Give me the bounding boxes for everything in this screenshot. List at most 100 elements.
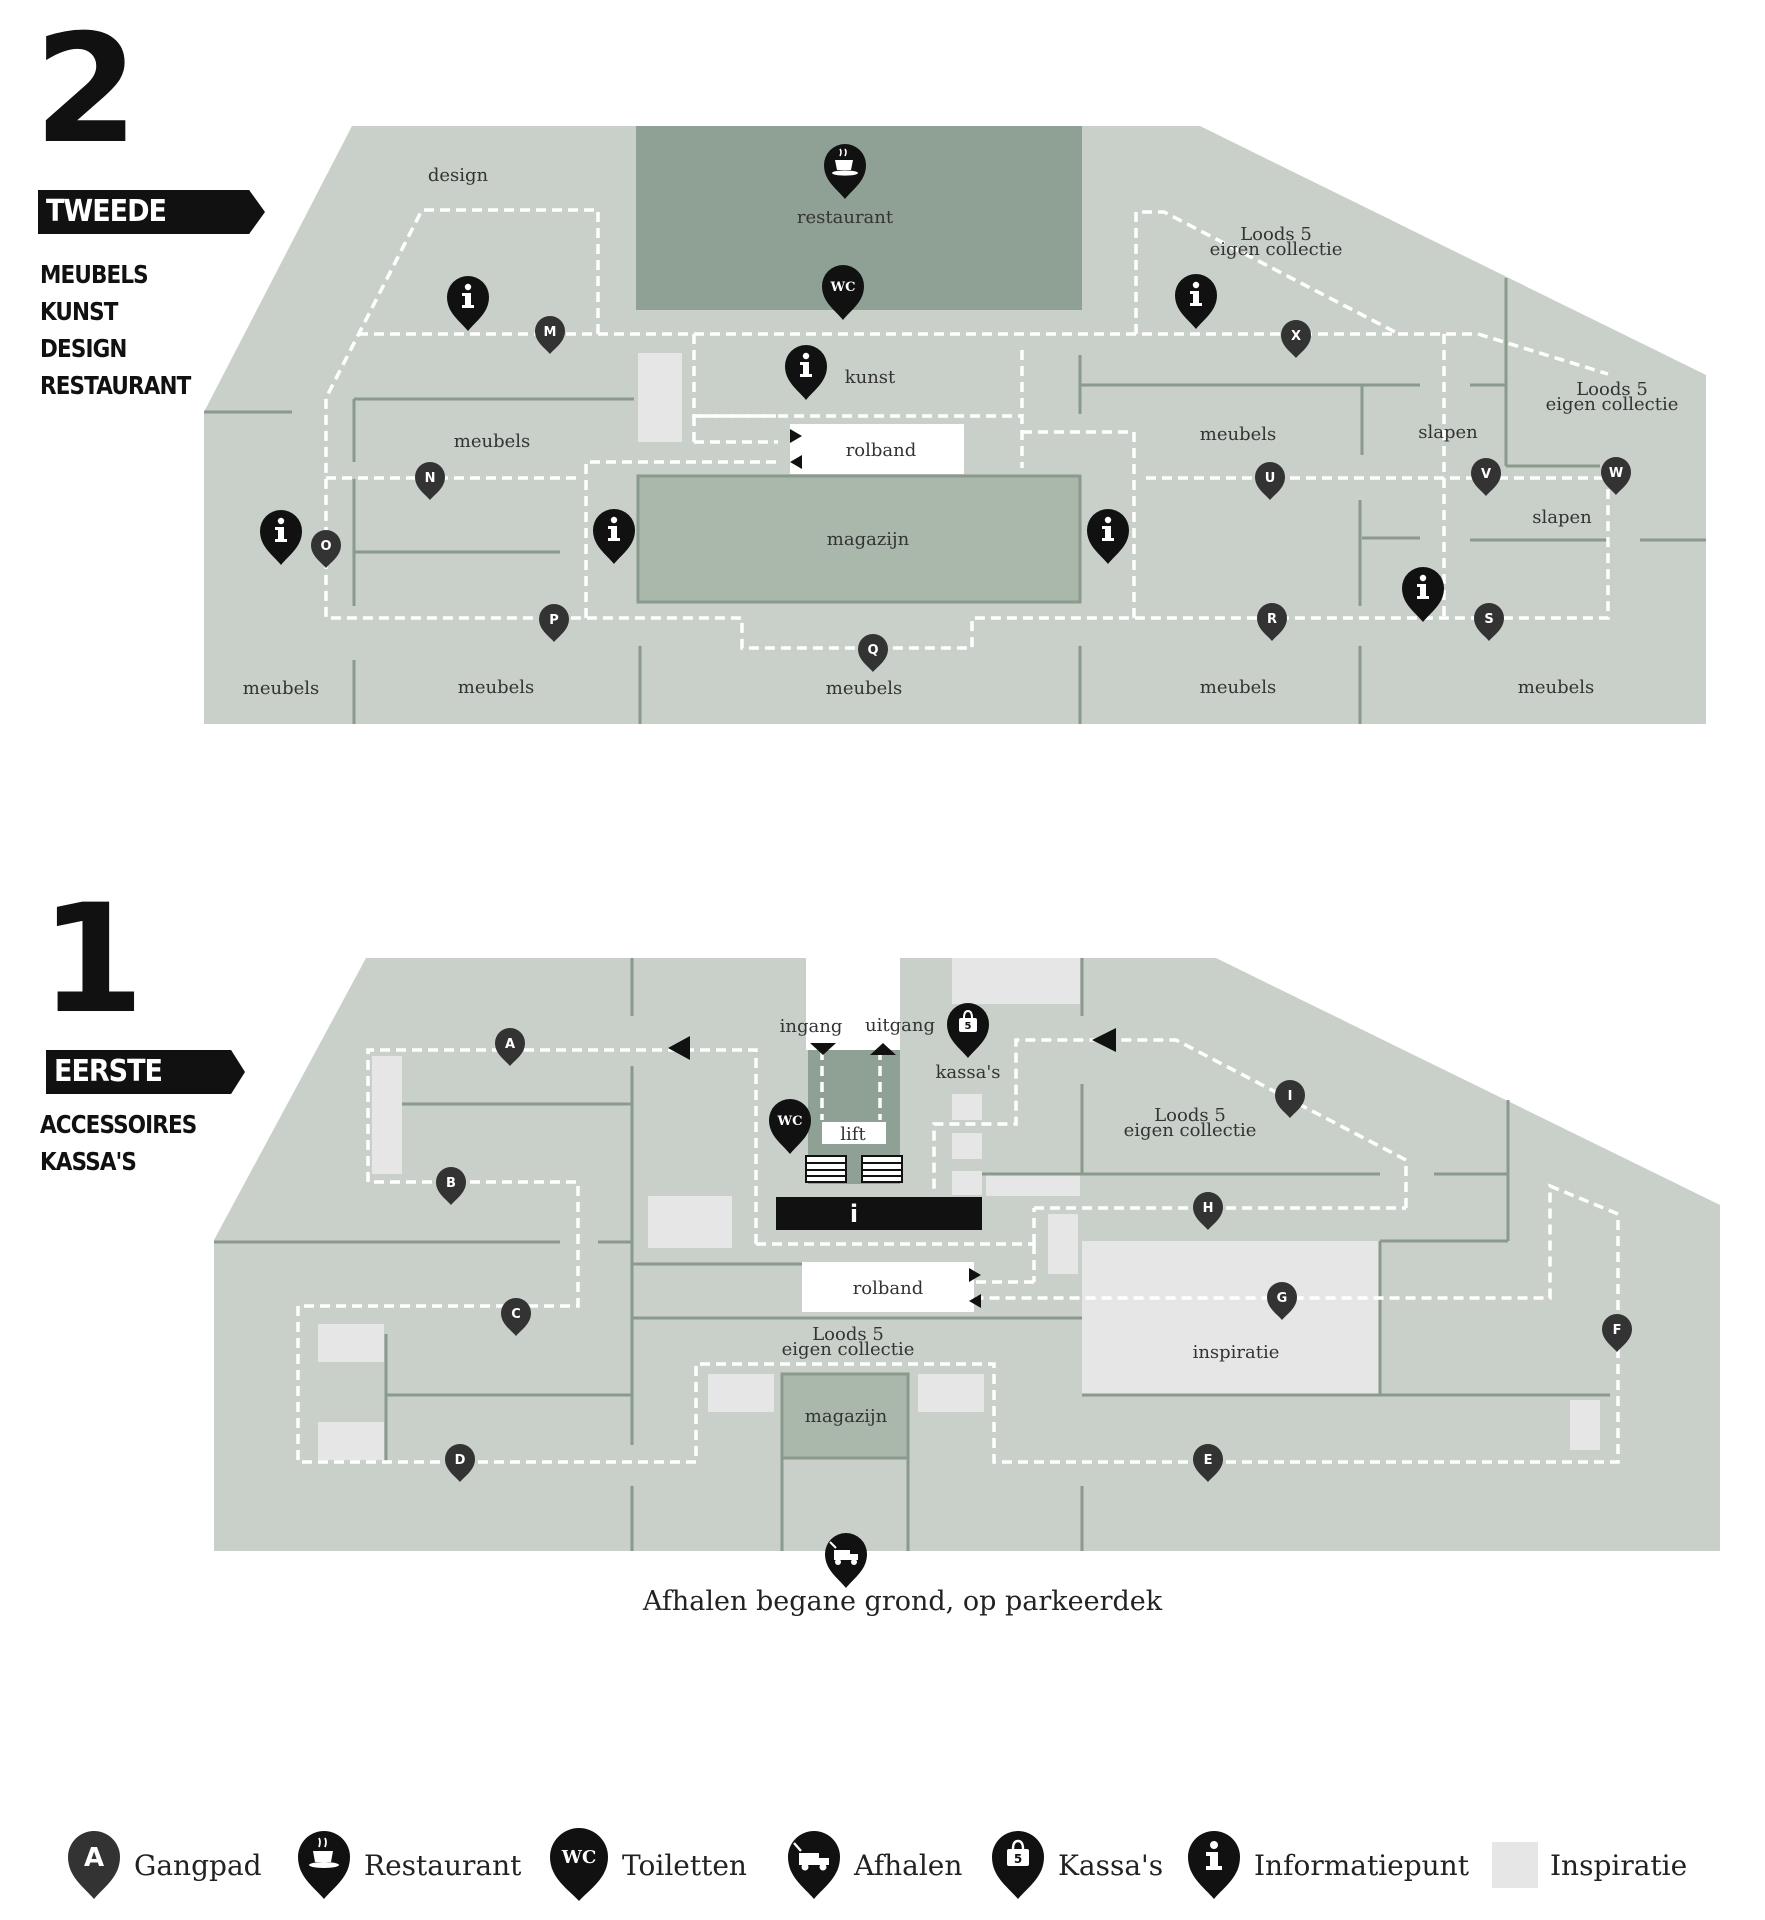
aisle-letter: U: [1265, 471, 1276, 486]
aisle-pin[interactable]: H: [1193, 1192, 1223, 1230]
aisle-letter: Q: [867, 643, 878, 658]
aisle-pin[interactable]: W: [1601, 457, 1631, 495]
ingang-arrow: [810, 1043, 836, 1055]
legend-kassas: 5 Kassa's: [990, 1820, 1163, 1910]
info-desk[interactable]: [776, 1197, 982, 1230]
rolband-arrow: [969, 1294, 981, 1308]
aisle-letter: O: [320, 539, 331, 554]
aisle-pin-icon: A: [68, 1831, 120, 1899]
legend-informatiepunt: Informatiepunt: [1186, 1820, 1469, 1910]
floor1-label: Loods 5: [1154, 1105, 1226, 1126]
stairs: [805, 1155, 903, 1183]
light-block: [952, 958, 1080, 1004]
toilet-pin-text: WC: [777, 1114, 803, 1129]
aisle-pin[interactable]: D: [445, 1444, 475, 1482]
floor1-walkway: [296, 1038, 1620, 1464]
aisle-letter: X: [1291, 329, 1301, 344]
floor2-category: DESIGN: [40, 334, 127, 363]
floor2-label: slapen: [1418, 422, 1478, 443]
legend-gangpad-label: Gangpad: [134, 1848, 262, 1882]
aisle-letter: H: [1203, 1201, 1214, 1216]
floor2-label: Loods 5: [1240, 224, 1312, 245]
aisle-pin[interactable]: A: [495, 1028, 525, 1066]
rolband-arrow: [969, 1268, 981, 1282]
aisle-pin[interactable]: Q: [858, 634, 888, 672]
direction-arrow: [668, 1036, 690, 1060]
floor2-label: eigen collectie: [1546, 394, 1679, 415]
aisle-pin[interactable]: E: [1193, 1444, 1223, 1482]
floor2-category: RESTAURANT: [40, 371, 191, 400]
aisle-pin[interactable]: B: [436, 1167, 466, 1205]
aisle-pin[interactable]: R: [1257, 603, 1287, 641]
aisle-pin[interactable]: S: [1474, 603, 1504, 641]
aisle-letter: A: [505, 1037, 515, 1052]
legend-inspiratie-label: Inspiratie: [1550, 1848, 1688, 1882]
floor1-number: 1: [40, 873, 144, 1047]
aisle-pin[interactable]: F: [1602, 1314, 1632, 1352]
floor1-label: rolband: [853, 1278, 924, 1299]
aisle-pin[interactable]: U: [1255, 462, 1285, 500]
light-block: [638, 353, 682, 442]
floor2-label: meubels: [1200, 424, 1276, 445]
legend-wc-text: WC: [561, 1847, 597, 1868]
aisle-pin[interactable]: M: [535, 316, 565, 354]
floor2-label: meubels: [243, 678, 319, 699]
pickup-caption: Afhalen begane grond, op parkeerdek: [642, 1586, 1163, 1617]
coffee-cup-icon: [298, 1831, 350, 1899]
legend-gangpad: A Gangpad: [66, 1820, 262, 1910]
rolband-arrow: [790, 455, 802, 469]
toilet-pin[interactable]: WC: [822, 265, 864, 320]
aisle-pin[interactable]: G: [1267, 1282, 1297, 1320]
pickup-pin[interactable]: [825, 1533, 867, 1588]
rolband-area[interactable]: [802, 1262, 974, 1312]
toilet-pin[interactable]: WC: [769, 1099, 811, 1154]
floor2-label: design: [428, 165, 489, 186]
floor1-label: lift: [840, 1124, 866, 1145]
floor1-banner: EERSTE ETAGE: [46, 1050, 245, 1094]
aisle-letter: D: [455, 1453, 466, 1468]
floor1-label: eigen collectie: [782, 1339, 915, 1360]
floor2-banner: TWEEDE ETAGE: [38, 190, 265, 234]
floor2-category: KUNST: [40, 297, 118, 326]
legend-gangpad-letter: A: [84, 1843, 104, 1873]
aisle-letter: S: [1484, 612, 1493, 627]
floor1-label: kassa's: [935, 1062, 1000, 1083]
floor2-label: magazijn: [827, 529, 910, 550]
floor2-label: meubels: [1518, 677, 1594, 698]
legend-toiletten: WC Toiletten: [548, 1820, 747, 1910]
aisle-letter: R: [1267, 612, 1277, 627]
aisle-pin[interactable]: N: [415, 462, 445, 500]
legend-toiletten-label: Toiletten: [622, 1848, 747, 1882]
floor2-categories: MEUBELS KUNST DESIGN RESTAURANT: [40, 256, 191, 404]
floor2-label: meubels: [1200, 677, 1276, 698]
aisle-pin[interactable]: X: [1281, 320, 1311, 358]
restaurant-pin[interactable]: [824, 144, 866, 199]
aisle-pin[interactable]: C: [501, 1298, 531, 1336]
floor2-label: Loods 5: [1576, 379, 1648, 400]
magazijn-area: [780, 1372, 910, 1460]
floor1-label: uitgang: [865, 1015, 935, 1036]
aisle-pin[interactable]: I: [1275, 1080, 1305, 1118]
kassa-pin-text: 5: [965, 1021, 972, 1032]
floor1-label: inspiratie: [1193, 1342, 1280, 1363]
aisle-pin[interactable]: V: [1471, 458, 1501, 496]
aisle-pin[interactable]: O: [311, 530, 341, 568]
floor1-plan: ingang uitgang kassa's lift Loods 5 eige…: [214, 958, 1720, 1588]
legend: A Gangpad Restaurant WC Toiletten Afhale…: [0, 1820, 1765, 1920]
aisle-letter: C: [511, 1307, 521, 1322]
pickup-van-icon: [788, 1831, 840, 1899]
rolband-arrow: [790, 429, 802, 443]
inspiratie-swatch-icon: [1492, 1842, 1538, 1888]
aisle-letter: W: [1609, 466, 1623, 481]
aisle-pin[interactable]: P: [539, 604, 569, 642]
magazijn-area: [636, 474, 1082, 604]
floor2-number: 2: [34, 3, 138, 177]
floor1-label: Loods 5: [812, 1324, 884, 1345]
rolband-area[interactable]: [790, 424, 964, 474]
floor2-label: meubels: [454, 431, 530, 452]
kassa-pin[interactable]: 5: [947, 1003, 989, 1058]
floor1-light-blocks: [318, 1056, 1600, 1460]
inspiratie-area[interactable]: [1082, 1241, 1380, 1395]
aisle-letter: G: [1277, 1291, 1288, 1306]
